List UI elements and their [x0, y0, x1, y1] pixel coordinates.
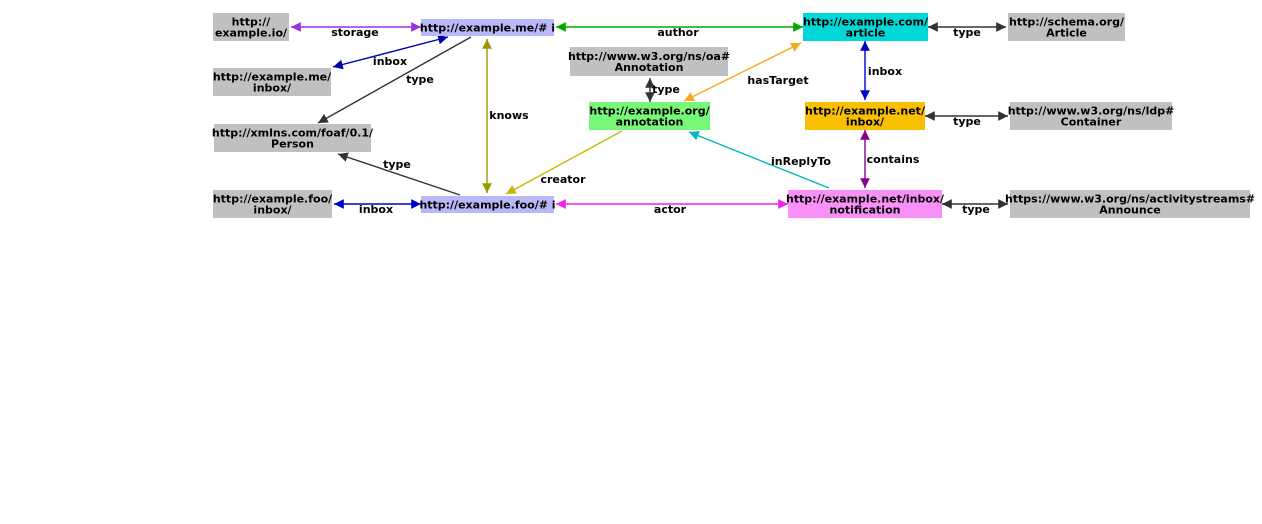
node-me: http://example.me/# i — [420, 19, 555, 36]
node-label-line: inbox/ — [846, 116, 885, 129]
node-label-line: annotation — [616, 116, 684, 129]
edges-layer: storage author type inbox type knows type hasTa… — [291, 22, 1008, 216]
edge-label: author — [657, 26, 699, 39]
node-net-inbox: http://example.net/inbox/ — [805, 102, 926, 130]
edge-storage: storage — [291, 22, 421, 39]
node-schema-article: http://schema.org/Article — [1008, 13, 1125, 41]
node-label-line: http://example.me/ — [213, 71, 332, 84]
node-box — [805, 102, 925, 130]
edge-line — [688, 131, 830, 189]
node-box — [803, 13, 928, 41]
edge-label: knows — [489, 109, 529, 122]
edge-label: inbox — [359, 203, 393, 216]
edge-label: type — [953, 26, 981, 39]
edge-label: type — [953, 115, 981, 128]
node-box — [1010, 190, 1250, 218]
node-box — [213, 13, 289, 41]
node-label-line: http:// — [232, 16, 272, 29]
edge-label: type — [406, 73, 434, 86]
node-me-inbox: http://example.me/inbox/ — [213, 68, 332, 96]
edge-me-inbox: inbox — [332, 34, 449, 70]
node-label-line: http://example.com/ — [803, 16, 929, 29]
node-label-line: http://schema.org/ — [1009, 16, 1125, 29]
node-box — [213, 68, 331, 96]
edge-label: type — [383, 158, 411, 171]
node-foo: http://example.foo/# i — [419, 196, 556, 213]
node-notification: http://example.net/inbox/notification — [786, 190, 945, 218]
node-box — [213, 190, 332, 218]
node-oa-annotation: http://www.w3.org/ns/oa#Annotation — [568, 47, 730, 76]
node-box — [1008, 13, 1125, 41]
edge-line — [505, 130, 623, 195]
node-foo-inbox: http://example.foo/inbox/ — [213, 190, 333, 218]
node-label-line: http://example.net/inbox/ — [786, 193, 945, 206]
edge-actor: actor — [556, 199, 788, 216]
node-box — [570, 47, 728, 76]
node-label-line: Announce — [1099, 204, 1160, 217]
edge-label: creator — [540, 173, 586, 186]
node-label-line: Container — [1061, 116, 1122, 129]
node-ldp-container: http://www.w3.org/ns/ldp#Container — [1008, 102, 1175, 130]
edge-label: actor — [654, 203, 687, 216]
edge-netinbox-type: type — [925, 111, 1008, 128]
node-label-line: https://www.w3.org/ns/activitystreams# — [1005, 193, 1255, 206]
edge-foo-inbox: inbox — [334, 199, 421, 216]
nodes-layer: http://example.io/http://example.me/# i h… — [212, 13, 1255, 218]
node-box — [1010, 102, 1172, 130]
edge-notification-type: type — [942, 199, 1008, 216]
node-label-line: http://example.foo/# i — [419, 199, 555, 212]
edge-line — [332, 34, 449, 70]
edge-label: inbox — [373, 55, 407, 68]
edge-line — [317, 36, 472, 124]
node-as-announce: https://www.w3.org/ns/activitystreams#An… — [1005, 190, 1255, 218]
edge-line — [337, 152, 461, 196]
edge-article-inbox: inbox — [860, 41, 902, 100]
node-label-line: http://example.me/# i — [420, 22, 555, 35]
edge-label: inbox — [868, 65, 902, 78]
edge-contains: contains — [860, 130, 920, 188]
edge-knows: knows — [482, 39, 529, 193]
edge-creator: creator — [505, 130, 623, 195]
node-label-line: http://example.foo/ — [213, 193, 333, 206]
node-label-line: http://example.org/ — [589, 105, 710, 118]
node-label-line: http://www.w3.org/ns/oa# — [568, 50, 730, 63]
node-label-line: example.io/ — [215, 27, 288, 40]
node-annotation: http://example.org/annotation — [589, 102, 711, 130]
edge-label: hasTarget — [747, 74, 808, 87]
node-box — [421, 19, 554, 36]
edge-me-type: type — [317, 36, 472, 124]
node-box — [788, 190, 942, 218]
node-box — [214, 124, 371, 152]
node-example-io: http://example.io/ — [213, 13, 289, 41]
edge-inreplyto: inReplyTo — [688, 131, 831, 189]
node-label-line: Article — [1046, 27, 1087, 40]
edge-label: storage — [331, 26, 379, 39]
edge-label: inReplyTo — [771, 155, 831, 168]
node-label-line: Annotation — [615, 61, 684, 74]
edge-label: type — [962, 203, 990, 216]
edge-label: contains — [867, 153, 920, 166]
node-box — [589, 102, 710, 130]
edge-label: type — [652, 83, 680, 96]
node-label-line: http://www.w3.org/ns/ldp# — [1008, 105, 1175, 118]
edge-line — [683, 42, 802, 102]
node-label-line: inbox/ — [253, 82, 292, 95]
node-foaf-person: http://xmlns.com/foaf/0.1/Person — [212, 124, 374, 152]
node-label-line: notification — [830, 204, 901, 217]
edge-foo-type: type — [337, 152, 461, 196]
edge-annotation-type: type — [645, 78, 680, 102]
node-article: http://example.com/article — [803, 13, 929, 41]
edge-article-type: type — [928, 22, 1006, 39]
node-label-line: Person — [271, 138, 314, 151]
node-label-line: inbox/ — [253, 204, 292, 217]
edge-author: author — [556, 22, 803, 39]
edge-hastarget: hasTarget — [683, 42, 809, 102]
node-label-line: article — [846, 27, 886, 40]
node-box — [421, 196, 554, 213]
node-label-line: http://xmlns.com/foaf/0.1/ — [212, 127, 374, 140]
node-label-line: http://example.net/ — [805, 105, 926, 118]
